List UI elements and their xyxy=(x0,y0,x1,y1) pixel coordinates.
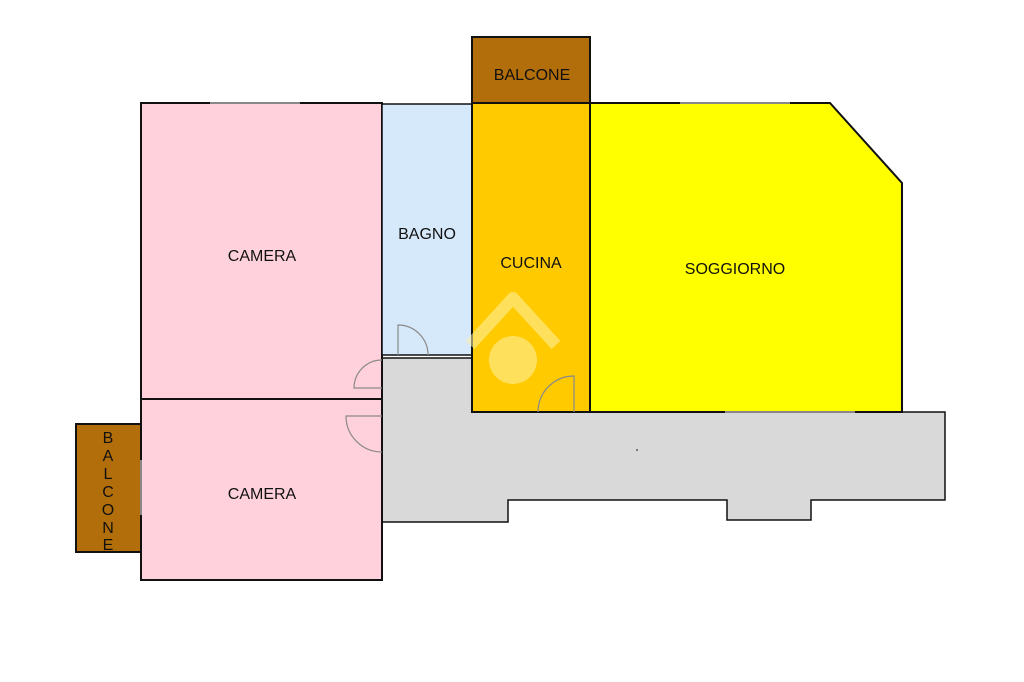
room-balcone-left xyxy=(75,423,142,553)
door-camera-bottom xyxy=(345,415,383,453)
room-soggiorno xyxy=(589,102,903,413)
room-balcone-top xyxy=(471,36,591,104)
label-cucina: CUCINA xyxy=(500,255,562,272)
balcone-letter: B xyxy=(103,430,114,447)
balcone-letter: L xyxy=(104,466,113,483)
balcone-letter: O xyxy=(102,502,114,519)
room-camera-bottom xyxy=(140,398,383,581)
label-camera-bottom: CAMERA xyxy=(228,486,297,503)
room-camera-top xyxy=(140,102,383,400)
label-balcone-left: B A L C O N E xyxy=(102,430,114,554)
room-bagno xyxy=(381,103,473,356)
watermark-logo-icon xyxy=(465,292,561,384)
label-camera-top: CAMERA xyxy=(228,248,297,265)
door-camera-top xyxy=(353,359,383,389)
label-bagno: BAGNO xyxy=(398,226,456,243)
label-soggiorno: SOGGIORNO xyxy=(685,261,785,278)
door-cucina xyxy=(537,375,575,413)
balcone-letter: A xyxy=(103,448,114,465)
balcone-letter: E xyxy=(103,537,114,554)
balcone-letter: C xyxy=(102,484,114,501)
corridor-dot xyxy=(636,449,638,451)
label-balcone-top: BALCONE xyxy=(494,67,570,84)
door-bagno xyxy=(397,324,429,356)
balcone-letter: N xyxy=(102,520,114,537)
